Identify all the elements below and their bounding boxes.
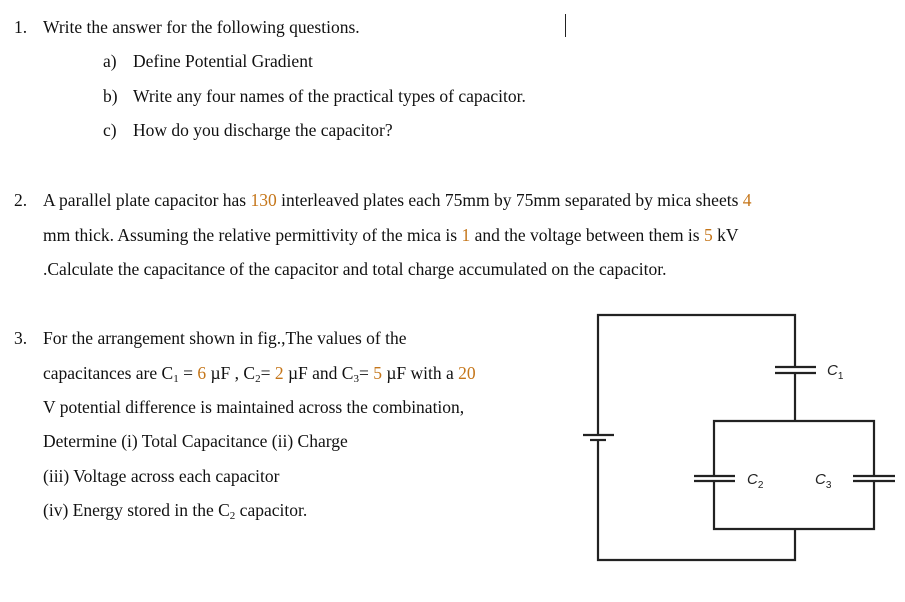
text: =: [358, 363, 374, 383]
voltage-value: 5: [703, 225, 713, 245]
circuit-wires: [596, 313, 876, 562]
q2-line2: mm thick. Assuming the relative permitti…: [43, 225, 739, 245]
q1b-text: Write any four names of the practical ty…: [133, 86, 526, 106]
c2-value: 2: [274, 363, 284, 383]
c3-value: 5: [373, 363, 382, 383]
q1c-letter: c): [103, 120, 117, 140]
text: interleaved plates each 75mm by 75mm sep…: [276, 190, 743, 210]
text: (iv) Energy stored in the C: [43, 500, 230, 520]
text: kV: [712, 225, 739, 245]
text-cursor: [565, 14, 566, 37]
text: capacitor.: [235, 500, 308, 520]
text: =: [178, 363, 198, 383]
voltage-value: 20: [458, 363, 476, 383]
q3-line4: Determine (i) Total Capacitance (ii) Cha…: [43, 431, 348, 451]
capacitor-c1-icon: [775, 365, 816, 375]
subscript: 2: [229, 510, 236, 522]
subscript: 3: [353, 373, 359, 385]
text: µF with a: [381, 363, 459, 383]
battery-icon: [583, 433, 614, 442]
q1c-text: How do you discharge the capacitor?: [133, 120, 393, 140]
thickness-value: 4: [742, 190, 752, 210]
q3-line1: For the arrangement shown in fig.,The va…: [43, 328, 407, 348]
text: and the voltage between them is: [470, 225, 704, 245]
q3-line5: (iii) Voltage across each capacitor: [43, 466, 280, 486]
text: µF , C: [206, 363, 256, 383]
text: mm thick. Assuming the relative permitti…: [43, 225, 462, 245]
text: µF and C: [283, 363, 354, 383]
q3-line6: (iv) Energy stored in the C2 capacitor.: [43, 500, 308, 522]
text: capacitances are C: [43, 363, 174, 383]
q3-line3: V potential difference is maintained acr…: [43, 397, 465, 417]
q1a-letter: a): [103, 51, 117, 71]
text: =: [260, 363, 275, 383]
text: A parallel plate capacitor has: [43, 190, 251, 210]
c3-label: C3: [815, 471, 832, 491]
c1-label: C1: [827, 362, 844, 382]
q1b-letter: b): [103, 86, 118, 106]
q1-number: 1.: [14, 17, 28, 37]
q3-line2: capacitances are C1 = 6 µF , C2= 2 µF an…: [43, 363, 476, 385]
wire-bottom: [596, 440, 797, 562]
q2-line1: A parallel plate capacitor has 130 inter…: [43, 190, 752, 210]
plates-value: 130: [250, 190, 277, 210]
q3-number: 3.: [14, 328, 28, 348]
wire-parallel-top: [712, 419, 876, 476]
c1-value: 6: [197, 363, 207, 383]
permittivity-value: 1: [461, 225, 471, 245]
q2-number: 2.: [14, 190, 28, 210]
q1-text: Write the answer for the following quest…: [43, 17, 360, 37]
q1a-text: Define Potential Gradient: [133, 51, 313, 71]
subscript: 2: [255, 373, 261, 385]
q2-line3: .Calculate the capacitance of the capaci…: [43, 259, 667, 279]
wire-parallel-bottom: [712, 481, 876, 531]
wire-top: [596, 313, 797, 435]
subscript: 1: [173, 373, 179, 385]
capacitor-c3-icon: [853, 474, 895, 483]
capacitor-c2-icon: [694, 474, 735, 483]
c2-label: C2: [747, 471, 764, 491]
